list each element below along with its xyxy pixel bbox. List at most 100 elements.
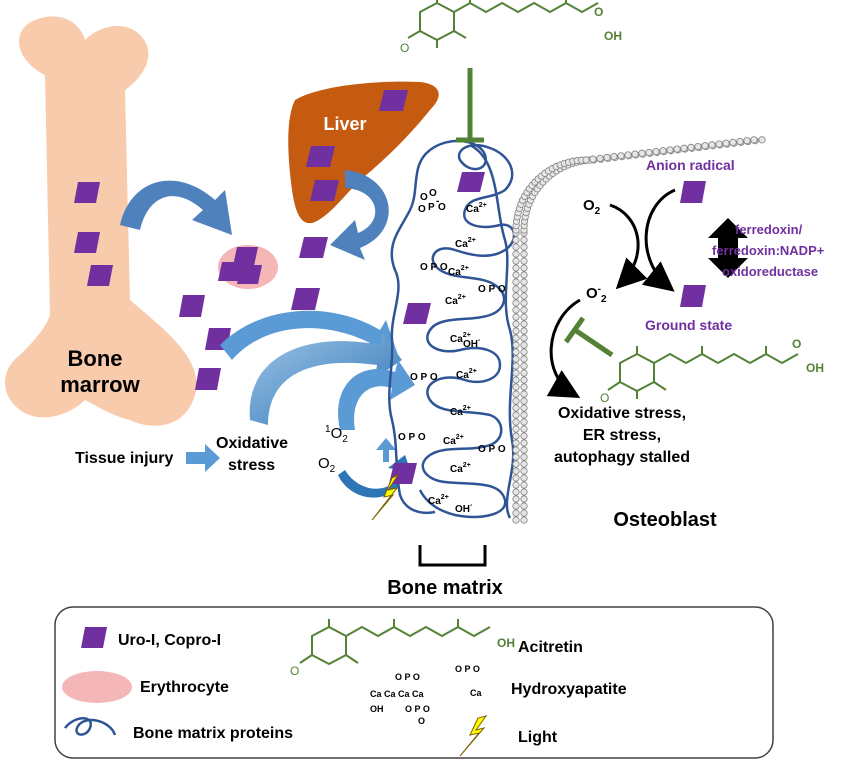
porphyrin-ground-state (680, 285, 706, 307)
superoxide-to-stress-arrow (546, 298, 581, 398)
arrow-singlet-oxygen-loop (338, 360, 415, 430)
porphyrin-squares-liver (306, 90, 408, 201)
hydroxide-ion: OH- (463, 337, 481, 350)
arrow-tissue-injury (186, 444, 220, 472)
porphyrin-square (74, 182, 100, 203)
calcium-ion: Ca2+ (428, 494, 449, 507)
porphyrin-square (233, 247, 258, 266)
legend-uro-copro: Uro-I, Copro-I (118, 632, 221, 649)
porphyrin-squares-bone (74, 182, 113, 286)
porphyrin-squares-matrix (389, 172, 485, 484)
svg-text:O: O (418, 204, 426, 215)
porphyrin-square (310, 180, 339, 201)
calcium-ion: Ca2+ (450, 332, 471, 345)
bone-matrix-bracket (418, 545, 487, 567)
outcome-label-1: Oxidative stress, (558, 405, 686, 422)
svg-text:O: O (429, 188, 437, 199)
legend-light-icon (459, 715, 488, 757)
legend-porphyrin-swatch (81, 627, 107, 648)
svg-text:O: O (420, 192, 428, 203)
porphyrin-squares-circulation (179, 237, 328, 390)
outcome-label-2: ER stress, (583, 427, 661, 444)
svg-text:O P O: O P O (410, 372, 438, 383)
porphyrin-squares-erythrocyte (218, 247, 262, 284)
legend-acitretin-swatch (299, 619, 491, 666)
tissue-injury-label: Tissue injury (75, 450, 174, 467)
svg-text:O P O: O P O (395, 672, 420, 682)
legend-light: Light (518, 729, 558, 746)
anion-radical-label: Anion radical (646, 157, 735, 173)
light-bolt-icon (371, 473, 400, 521)
acitretin-inhibition-right (563, 316, 614, 358)
acitretin-inhibition-top (456, 68, 484, 143)
svg-text:O P O: O P O (420, 262, 448, 273)
svg-text:Ca: Ca (470, 688, 482, 698)
legend-hydroxyapatite: Hydroxyapatite (511, 681, 627, 698)
oxygen-label-right: O2 (583, 197, 601, 217)
calcium-ion: Ca2+ (443, 434, 464, 447)
enzyme-label-3: oxidoreductase (722, 264, 818, 279)
porphyrin-square (74, 232, 100, 253)
acitretin-methoxy-top: O (400, 41, 409, 55)
porphyrin-square (379, 90, 408, 111)
calcium-ion: Ca2+ (466, 202, 487, 215)
osteoblast-membrane (512, 136, 766, 524)
calcium-ion: Ca2+ (456, 368, 477, 381)
acitretin-molecule-right (607, 346, 799, 399)
oxidative-stress-label-2: stress (228, 457, 275, 474)
svg-text:P: P (428, 202, 435, 213)
arrow-liver-to-circulation (330, 170, 389, 260)
liver-label: Liver (323, 114, 366, 134)
legend-acitretin-methoxy: O (290, 664, 299, 678)
bone-marrow-label-1: Bone (68, 346, 123, 371)
porphyrin-square (179, 295, 205, 317)
svg-text:O P O: O P O (455, 664, 480, 674)
arrow-light-to-singlet (376, 438, 396, 462)
ground-state-label: Ground state (645, 317, 732, 333)
bone-shape (5, 16, 197, 426)
bone-matrix-label: Bone matrix (387, 577, 503, 599)
porphyrin-square (299, 237, 328, 258)
svg-text:-: - (436, 196, 439, 207)
porphyrin-square (195, 368, 221, 390)
arrow-to-bone-matrix-1 (220, 310, 398, 360)
svg-text:O P O: O P O (478, 444, 506, 455)
legend-protein-swatch (64, 717, 117, 736)
enzyme-label-2: ferredoxin:NADP+ (712, 243, 825, 258)
calcium-ion: Ca2+ (445, 294, 466, 307)
hydroxide-ion: OH- (455, 502, 473, 515)
svg-text:Ca Ca Ca Ca: Ca Ca Ca Ca (370, 689, 425, 699)
calcium-ion: Ca2+ (450, 405, 471, 418)
legend-erythrocyte: Erythrocyte (140, 679, 229, 696)
legend-acitretin: Acitretin (518, 639, 583, 656)
superoxide-label: O-2 (586, 284, 607, 305)
oxidative-stress-label-1: Oxidative (216, 435, 288, 452)
osteoblast-label: Osteoblast (613, 509, 717, 531)
acitretin-carboxyl-top: OH (604, 29, 622, 43)
acitretin-carboxyl-right: OH (806, 361, 824, 375)
arrow-bone-to-erythrocyte (120, 180, 232, 235)
calcium-ion: Ca2+ (448, 265, 469, 278)
legend-bone-matrix-proteins: Bone matrix proteins (133, 725, 293, 742)
porphyrin-square (218, 262, 243, 281)
porphyrin-square (457, 172, 485, 192)
legend-erythrocyte-swatch (62, 671, 132, 703)
double-arrow-enzyme (708, 218, 748, 278)
oxygen-label-left: O2 (318, 455, 336, 475)
arrow-stress-curve (249, 333, 402, 425)
svg-text:O P O: O P O (398, 432, 426, 443)
porphyrin-square (87, 265, 113, 286)
legend-acitretin-carboxyl: OH (497, 636, 515, 650)
calcium-ion: Ca2+ (455, 237, 476, 250)
acitretin-methoxy-right: O (600, 391, 609, 405)
enzyme-label-1: ferredoxin/ (735, 222, 803, 237)
svg-text:OH: OH (370, 704, 384, 714)
outcome-label-3: autophagy stalled (554, 449, 690, 466)
svg-text:O P O: O P O (478, 284, 506, 295)
legend-hydroxyapatite-swatch: O P O O P O Ca Ca Ca Ca Ca OH O P O O (370, 664, 482, 726)
porphyrin-square (237, 265, 262, 284)
porphyrin-square (291, 288, 320, 310)
porphyrin-square (403, 303, 431, 324)
